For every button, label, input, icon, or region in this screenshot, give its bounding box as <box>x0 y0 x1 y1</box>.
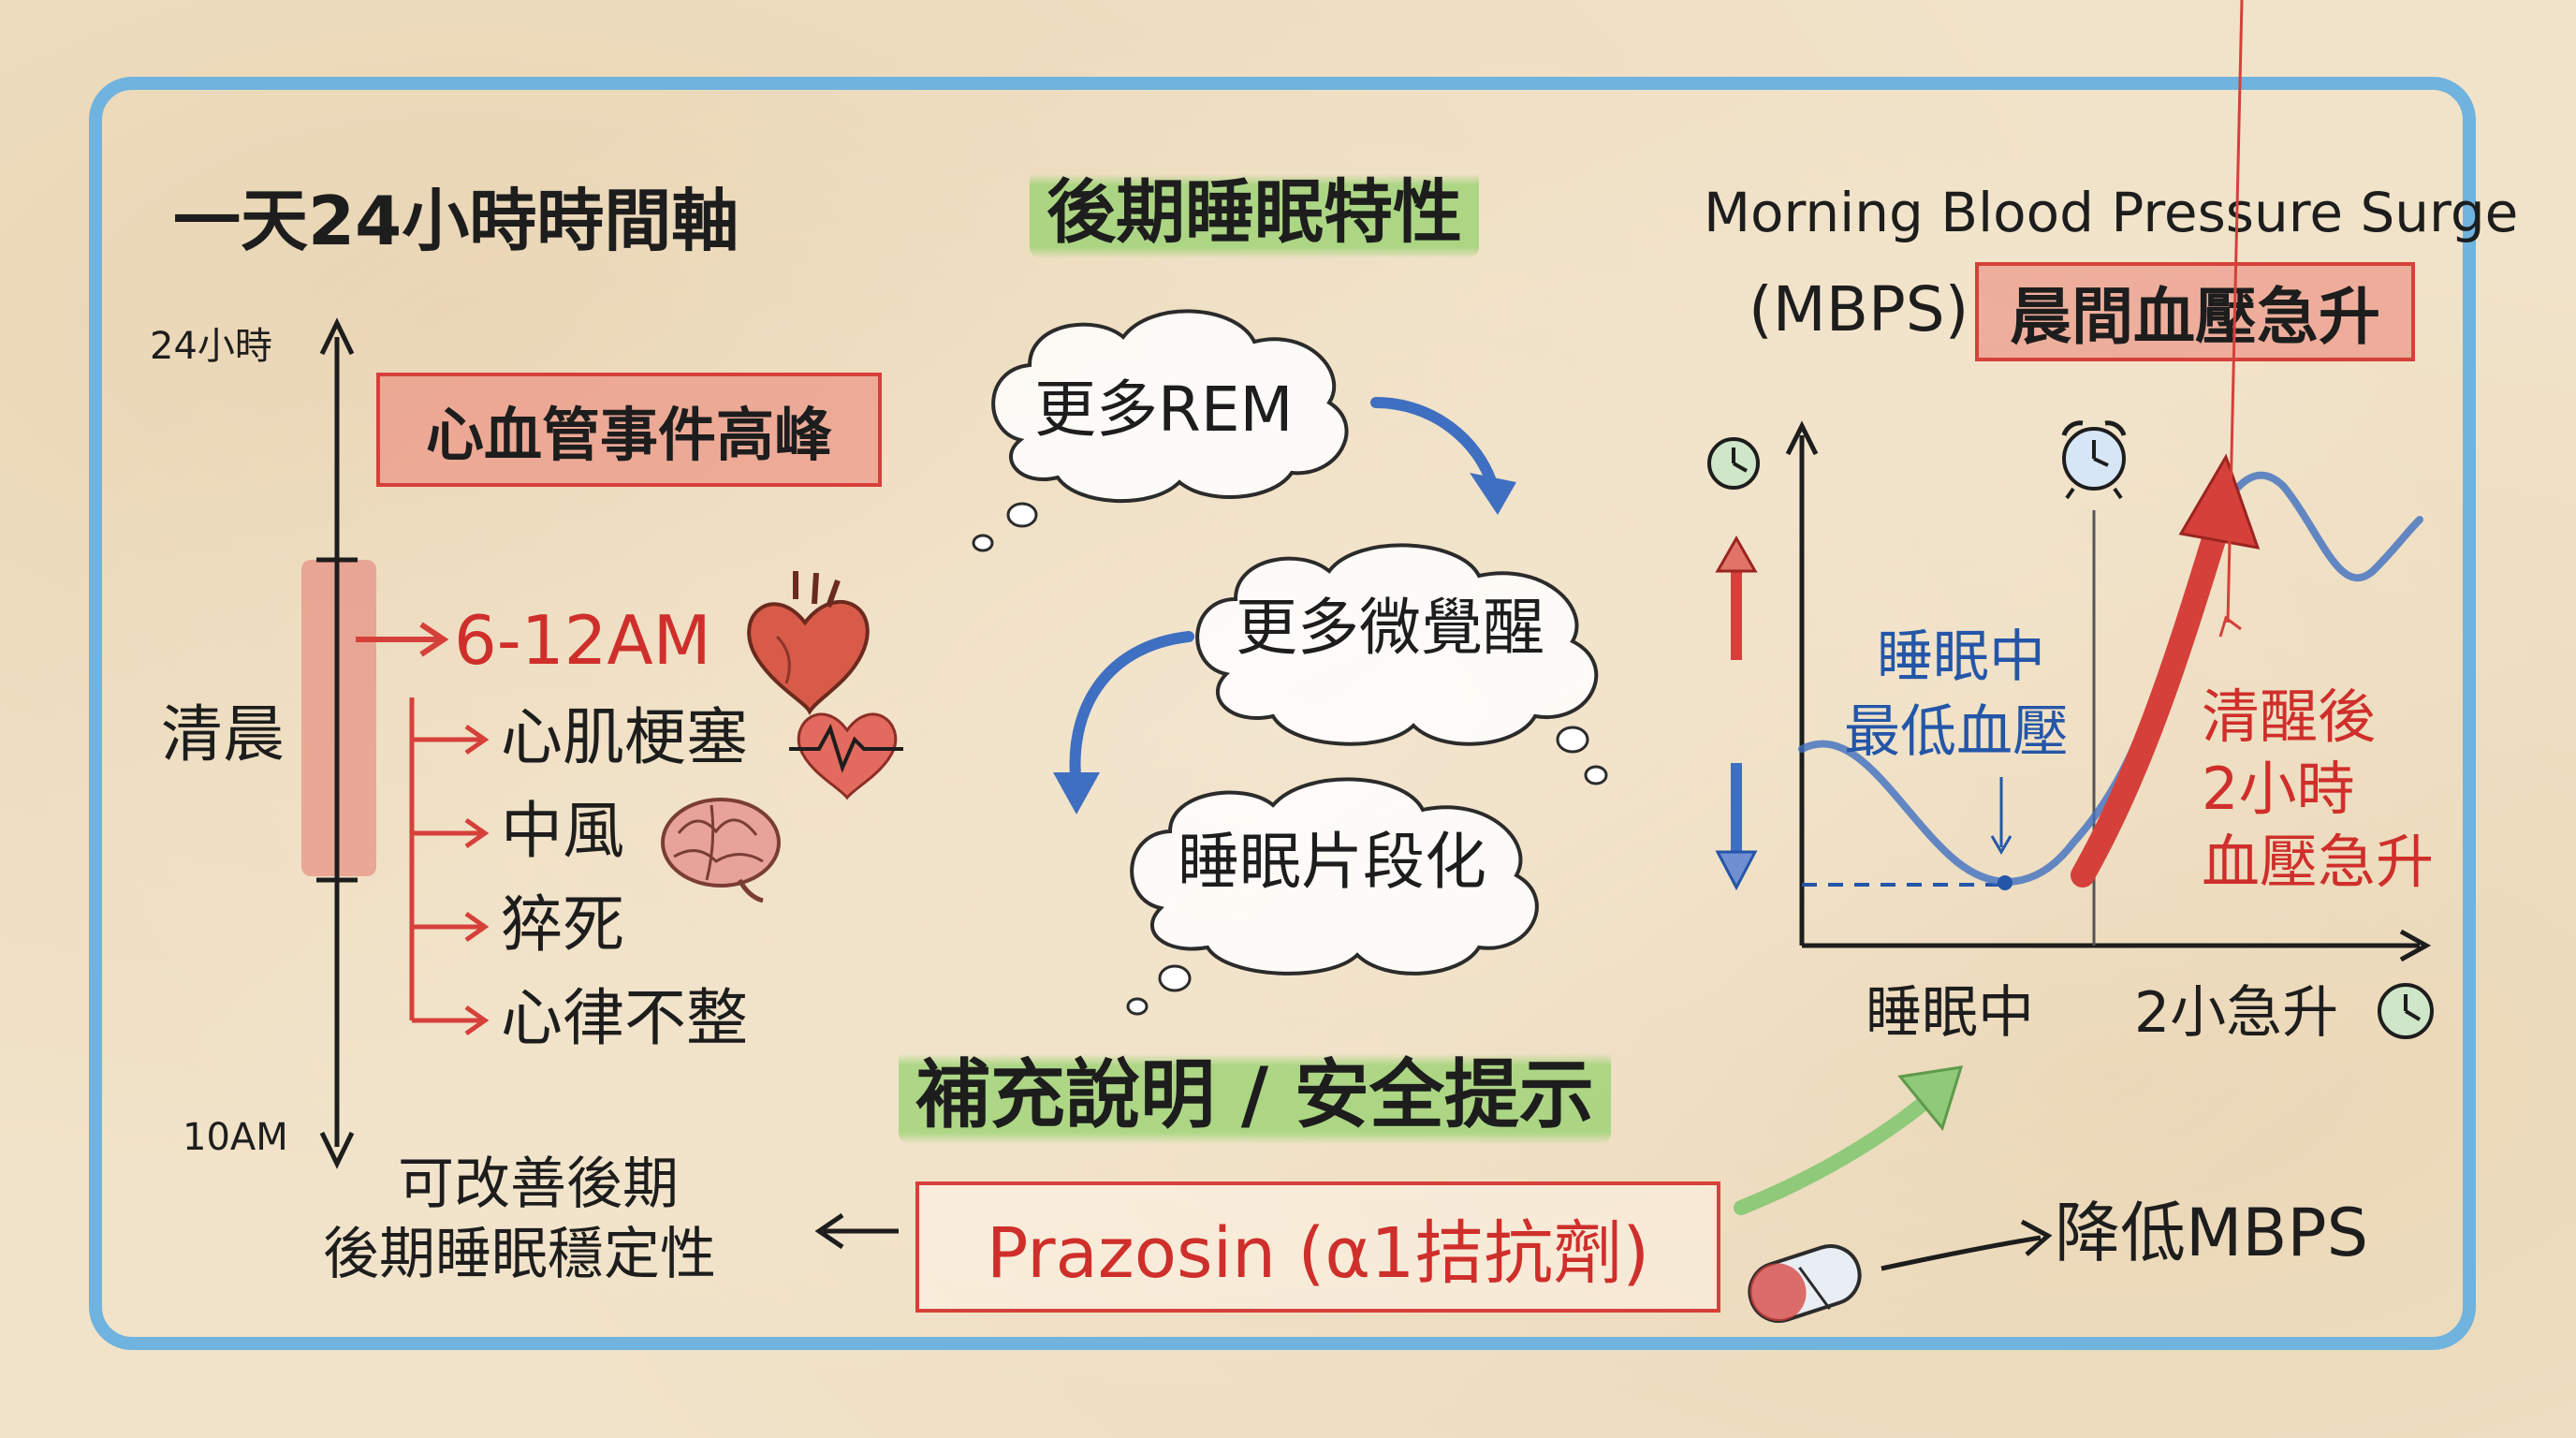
footnote-line1: 可改善後期 <box>398 1152 679 1217</box>
x-label-surge: 2小急升 <box>2134 980 2339 1046</box>
safety-title: 補充說明 / 安全提示 <box>899 1046 1611 1144</box>
sleep-title-text: 後期睡眠特性 <box>1030 167 1479 258</box>
cloud-fragmentation <box>1130 777 1539 976</box>
low-bp-line1: 睡眠中 <box>1877 624 2045 690</box>
prazosin-text: Prazosin (α1拮抗劑) <box>986 1212 1650 1294</box>
event-arrhythmia: 心律不整 <box>501 982 748 1054</box>
mbps-title-line1: Morning Blood Pressure Surge <box>1704 181 2519 244</box>
morning-label: 清晨 <box>161 698 285 770</box>
timeline-bottom-label: 10AM <box>183 1116 288 1159</box>
effect-label: 降低MBPS <box>2055 1195 2369 1271</box>
surge-line1: 清醒後 <box>2202 682 2377 751</box>
cv-peak-box: 心血管事件高峰 <box>376 373 882 487</box>
low-bp-line2: 最低血壓 <box>1844 699 2069 765</box>
bubble-micro-arousal: 更多微覺醒 <box>1236 592 1544 664</box>
safety-title-text: 補充說明 / 安全提示 <box>899 1046 1611 1144</box>
clock-icon-left <box>1707 437 1760 490</box>
diagram-frame <box>89 77 2476 1350</box>
clock-icon-right <box>2378 983 2434 1039</box>
surge-line2: 2小時 <box>2202 755 2355 823</box>
cv-peak-text: 心血管事件高峰 <box>425 401 832 469</box>
pill-icon <box>1748 1244 1862 1323</box>
mbps-cn-box: 晨間血壓急升 <box>1975 262 2415 361</box>
event-mi: 心肌梗塞 <box>501 701 748 773</box>
mbps-cn-text: 晨間血壓急升 <box>2010 281 2380 353</box>
time-range-label: 6-12AM <box>454 601 711 680</box>
alarm-clock-icon <box>2061 420 2127 500</box>
bubble-fragmentation: 睡眠片段化 <box>1178 826 1486 898</box>
surge-line3: 血壓急升 <box>2202 828 2435 896</box>
cloud-rem <box>991 309 1349 504</box>
timeline-title: 一天24小時時間軸 <box>173 182 739 260</box>
timeline-top-label: 24小時 <box>150 325 272 368</box>
footnote-line2: 後期睡眠穩定性 <box>323 1222 716 1287</box>
event-stroke: 中風 <box>501 795 624 867</box>
sleep-title: 後期睡眠特性 <box>1030 167 1479 258</box>
bubble-rem: 更多REM <box>1034 374 1294 446</box>
x-label-sleep: 睡眠中 <box>1866 980 2034 1046</box>
prazosin-box: Prazosin (α1拮抗劑) <box>915 1181 1720 1313</box>
mbps-abbr: (MBPS) <box>1749 273 1969 345</box>
event-sudden-death: 猝死 <box>501 888 624 961</box>
cloud-micro-arousal <box>1195 543 1599 746</box>
